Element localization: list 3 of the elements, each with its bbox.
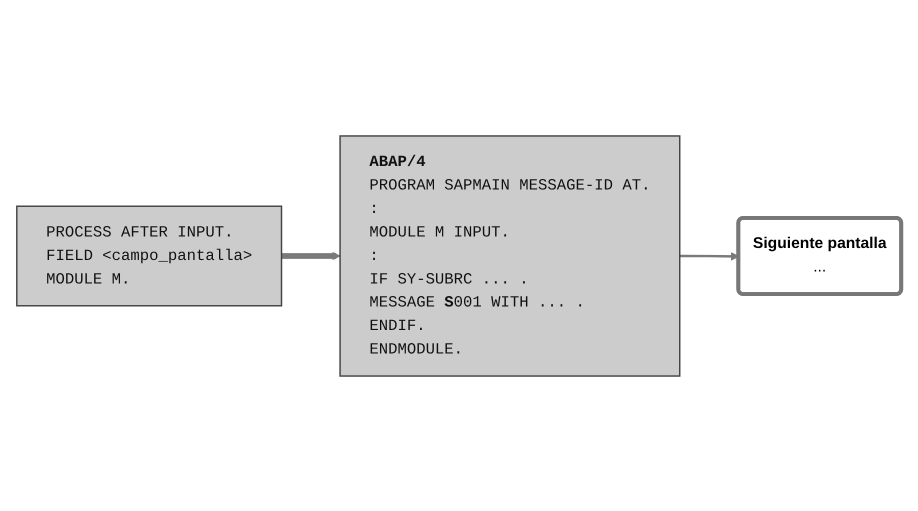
node-box: ABAP/4 PROGRAM SAPMAIN MESSAGE-ID AT. : MODULE M INPUT. : IF SY-SUBRC ... . MESSAGE S001 WITH ... . ENDIF. ENDMODULE.	[339, 134, 680, 376]
node-box: PROCESS AFTER INPUT. FIELD <campo_pantalla> MODULE M.	[16, 205, 282, 306]
arrow	[282, 251, 340, 260]
